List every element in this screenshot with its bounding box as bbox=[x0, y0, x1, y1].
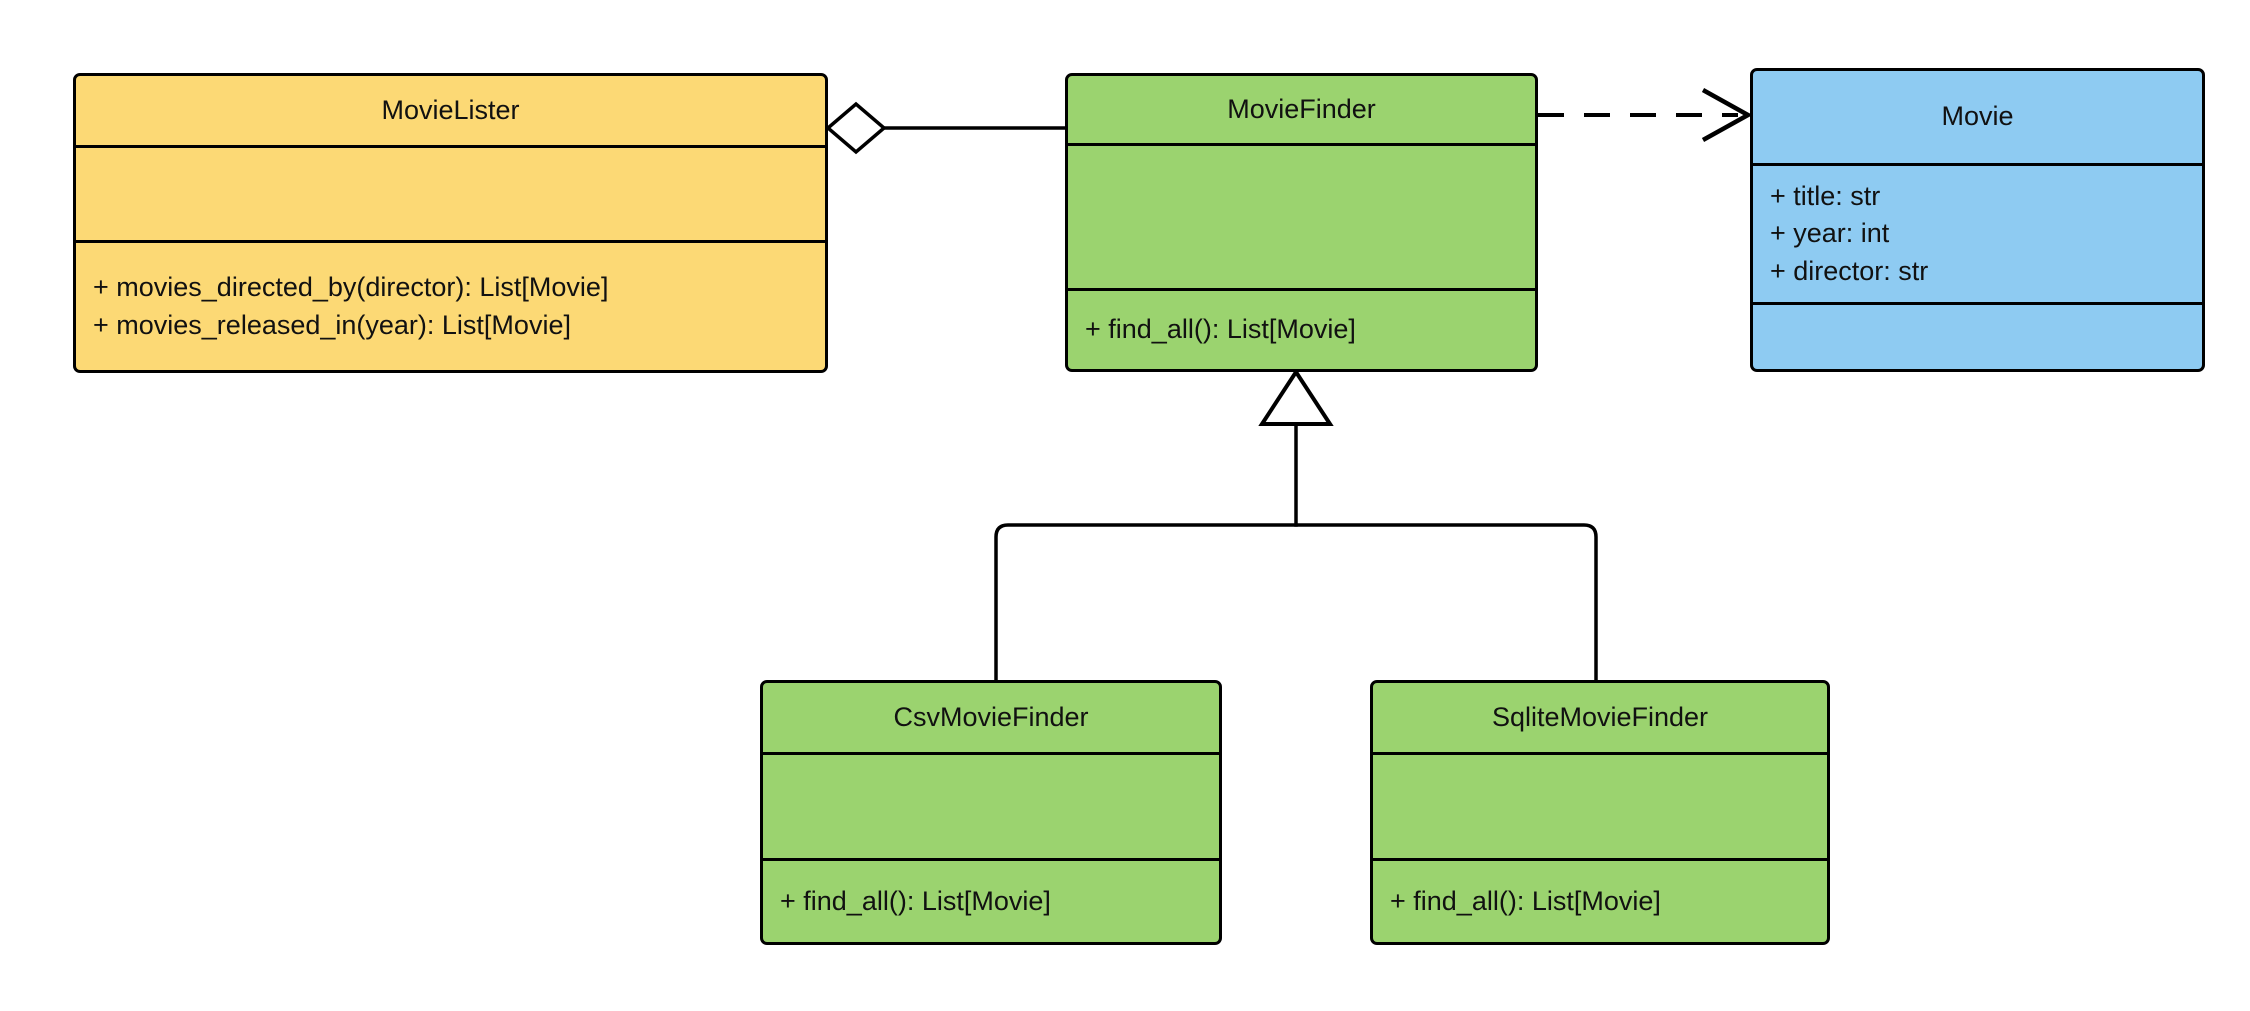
method-item: + find_all(): List[Movie] bbox=[1390, 885, 1661, 916]
open-arrowhead-icon bbox=[1701, 88, 1753, 142]
method-item: + movies_directed_by(director): List[Mov… bbox=[93, 272, 609, 303]
method-item: + find_all(): List[Movie] bbox=[780, 885, 1051, 916]
hollow-diamond-icon bbox=[825, 101, 887, 155]
class-title-movie-finder: MovieFinder bbox=[1227, 93, 1376, 124]
generalization-fork bbox=[994, 523, 1598, 680]
methods-compartment: + find_all(): List[Movie] bbox=[1373, 858, 1827, 942]
attributes-compartment bbox=[1373, 752, 1827, 858]
attribute-item: + director: str bbox=[1770, 255, 1929, 286]
methods-compartment: + movies_directed_by(director): List[Mov… bbox=[76, 240, 825, 370]
methods-compartment bbox=[1753, 302, 2202, 369]
class-title-movie-lister: MovieLister bbox=[381, 94, 520, 125]
attributes-compartment: + title: str + year: int + director: str bbox=[1753, 163, 2202, 302]
attributes-compartment bbox=[1068, 143, 1535, 288]
class-title-sqlite-movie-finder: SqliteMovieFinder bbox=[1491, 701, 1709, 732]
class-box-sqlite-movie-finder[interactable]: SqliteMovieFinder + find_all(): List[Mov… bbox=[1370, 680, 1830, 945]
class-title-csv-movie-finder: CsvMovieFinder bbox=[893, 701, 1089, 732]
class-box-movie[interactable]: Movie + title: str + year: int + directo… bbox=[1750, 68, 2205, 372]
attributes-compartment bbox=[76, 145, 825, 240]
aggregation-lister-finder-edge bbox=[825, 101, 1067, 155]
methods-compartment: + find_all(): List[Movie] bbox=[763, 858, 1219, 942]
class-box-movie-lister[interactable]: MovieLister + movies_directed_by(directo… bbox=[73, 73, 828, 373]
method-item: + find_all(): List[Movie] bbox=[1085, 314, 1356, 345]
attribute-item: + title: str bbox=[1770, 181, 1881, 212]
class-box-movie-finder[interactable]: MovieFinder + find_all(): List[Movie] bbox=[1065, 73, 1538, 372]
attributes-compartment bbox=[763, 752, 1219, 858]
class-name-compartment: CsvMovieFinder bbox=[763, 683, 1219, 752]
class-name-compartment: Movie bbox=[1753, 71, 2202, 163]
class-name-compartment: MovieFinder bbox=[1068, 76, 1535, 143]
method-item: + movies_released_in(year): List[Movie] bbox=[93, 309, 571, 340]
attribute-item: + year: int bbox=[1770, 218, 1890, 249]
methods-compartment: + find_all(): List[Movie] bbox=[1068, 288, 1535, 369]
hollow-triangle-icon bbox=[1258, 368, 1334, 426]
dependency-finder-movie-edge bbox=[1538, 88, 1753, 142]
class-name-compartment: SqliteMovieFinder bbox=[1373, 683, 1827, 752]
generalization-edges bbox=[994, 368, 1598, 680]
class-name-compartment: MovieLister bbox=[76, 76, 825, 145]
class-box-csv-movie-finder[interactable]: CsvMovieFinder + find_all(): List[Movie] bbox=[760, 680, 1222, 945]
class-title-movie: Movie bbox=[1941, 101, 2014, 132]
